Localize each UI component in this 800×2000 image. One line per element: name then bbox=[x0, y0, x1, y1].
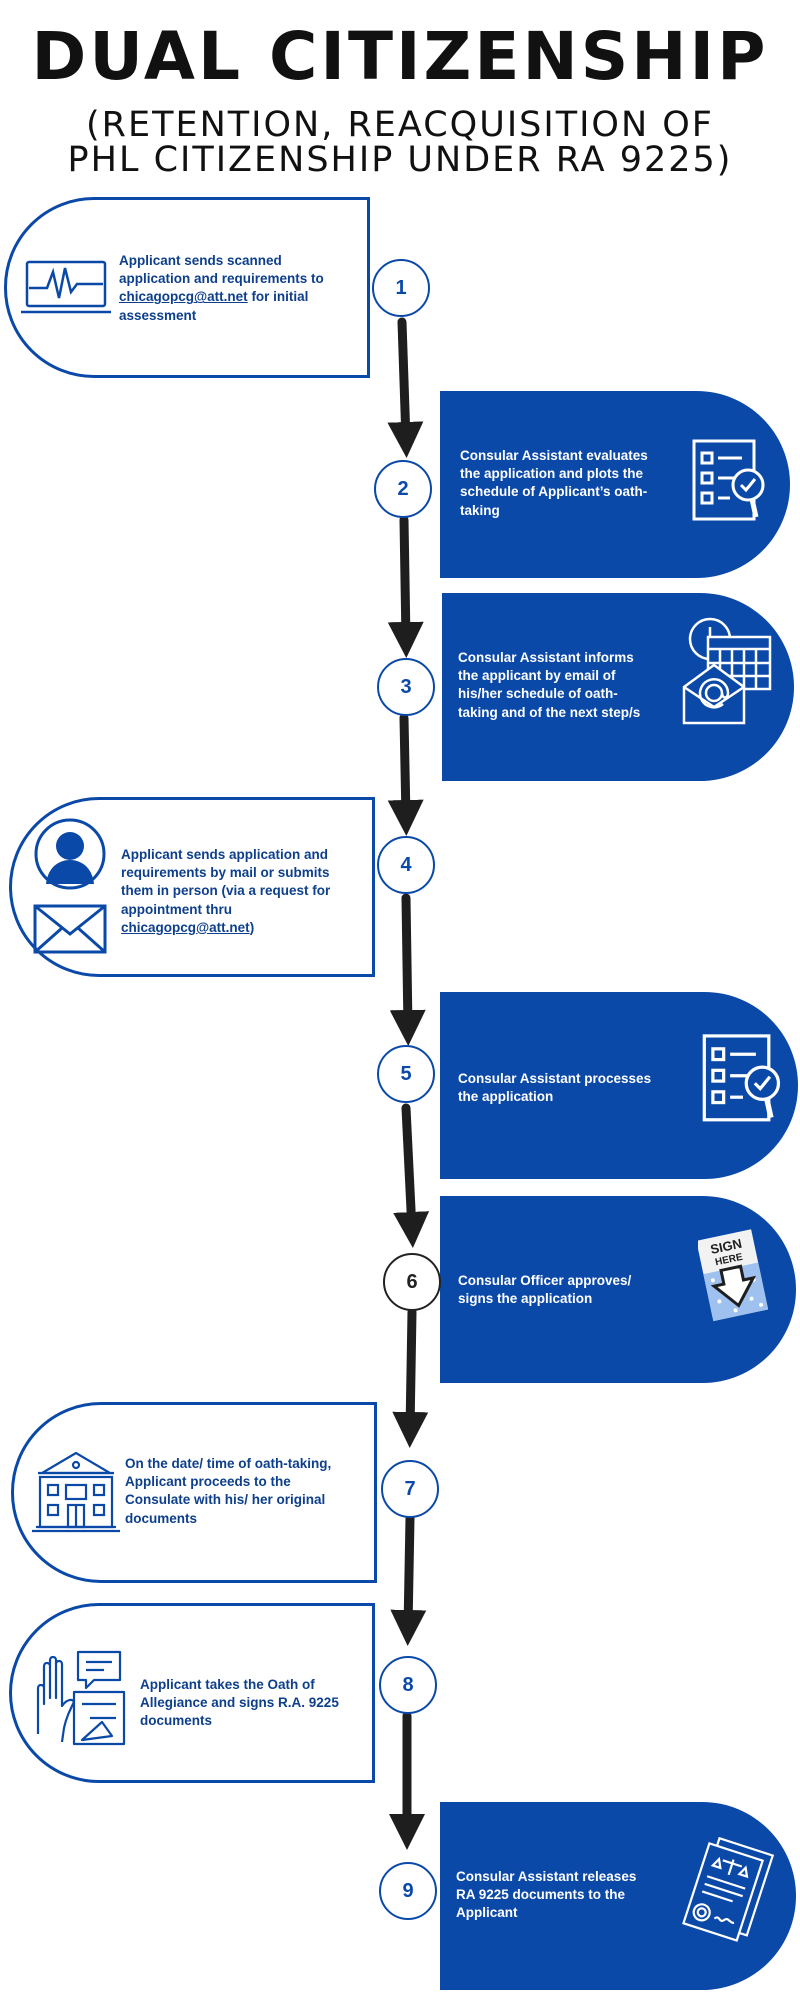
sign-here-word-1: SIGN bbox=[709, 1236, 743, 1257]
step-card-4: Applicant sends application and requirem… bbox=[9, 797, 375, 977]
step-card-8: Applicant takes the Oath of Allegiance a… bbox=[9, 1603, 375, 1783]
connector-1-2 bbox=[387, 317, 424, 458]
email-link[interactable]: chicagopcg@att.net bbox=[121, 919, 250, 935]
monitor-pulse-icon bbox=[21, 260, 111, 314]
step-text-8: Applicant takes the Oath of Allegiance a… bbox=[140, 1677, 339, 1729]
connector-4-5 bbox=[389, 893, 426, 1046]
step-card-6: Consular Officer approves/ signs the app… bbox=[440, 1196, 796, 1383]
connector-3-4 bbox=[387, 713, 424, 836]
step-card-3: Consular Assistant informs the applicant… bbox=[442, 593, 794, 781]
sign-here-icon: SIGN HERE bbox=[698, 1229, 768, 1322]
subtitle-line-1: (RETENTION, REACQUISITION OF bbox=[86, 105, 714, 145]
step-text-6: Consular Officer approves/ signs the app… bbox=[458, 1273, 632, 1307]
legal-documents-icon bbox=[682, 1836, 775, 1942]
step-number-5: 5 bbox=[377, 1045, 435, 1103]
step-card-7: On the date/ time of oath-taking, Applic… bbox=[11, 1402, 377, 1583]
connector-7-8 bbox=[390, 1513, 427, 1646]
step-number-8: 8 bbox=[379, 1656, 437, 1714]
step-number-3: 3 bbox=[377, 658, 435, 716]
step-number-2: 2 bbox=[374, 460, 432, 518]
step-text-3: Consular Assistant informs the applicant… bbox=[458, 650, 641, 720]
step-number-4: 4 bbox=[377, 836, 435, 894]
page-title: DUAL CITIZENSHIP bbox=[31, 18, 769, 95]
checklist-magnifier-icon bbox=[692, 439, 765, 521]
step-card-1: Applicant sends scanned application and … bbox=[4, 197, 370, 378]
step-number-6: 6 bbox=[383, 1253, 441, 1311]
connector-6-7 bbox=[392, 1307, 429, 1448]
connector-5-6 bbox=[393, 1103, 430, 1248]
step-text-4: Applicant sends application and requirem… bbox=[121, 847, 331, 935]
building-icon bbox=[32, 1451, 120, 1533]
step-text-7: On the date/ time of oath-taking, Applic… bbox=[125, 1456, 332, 1526]
page-subtitle: (RETENTION, REACQUISITION OF PHL CITIZEN… bbox=[0, 108, 800, 178]
step-text-5: Consular Assistant processes the applica… bbox=[458, 1071, 652, 1105]
step-text-2: Consular Assistant evaluates the applica… bbox=[460, 448, 648, 518]
connector-2-3 bbox=[387, 515, 424, 658]
step-card-2: Consular Assistant evaluates the applica… bbox=[440, 391, 790, 578]
step-text-1: Applicant sends scanned application and … bbox=[119, 253, 324, 323]
person-mail-icon bbox=[33, 818, 107, 954]
step-card-9: Consular Assistant releases RA 9225 docu… bbox=[440, 1802, 796, 1990]
step-number-9: 9 bbox=[379, 1862, 437, 1920]
checklist-magnifier-icon bbox=[702, 1034, 781, 1122]
calendar-email-icon bbox=[682, 617, 772, 725]
step-number-7: 7 bbox=[381, 1460, 439, 1518]
step-number-1: 1 bbox=[372, 259, 430, 317]
email-link[interactable]: chicagopcg@att.net bbox=[119, 289, 248, 305]
raised-hand-icon bbox=[36, 1650, 126, 1746]
step-card-5: Consular Assistant processes the applica… bbox=[440, 992, 798, 1179]
step-text-9: Consular Assistant releases RA 9225 docu… bbox=[456, 1869, 637, 1921]
subtitle-line-2: PHL CITIZENSHIP UNDER RA 9225) bbox=[67, 140, 733, 180]
